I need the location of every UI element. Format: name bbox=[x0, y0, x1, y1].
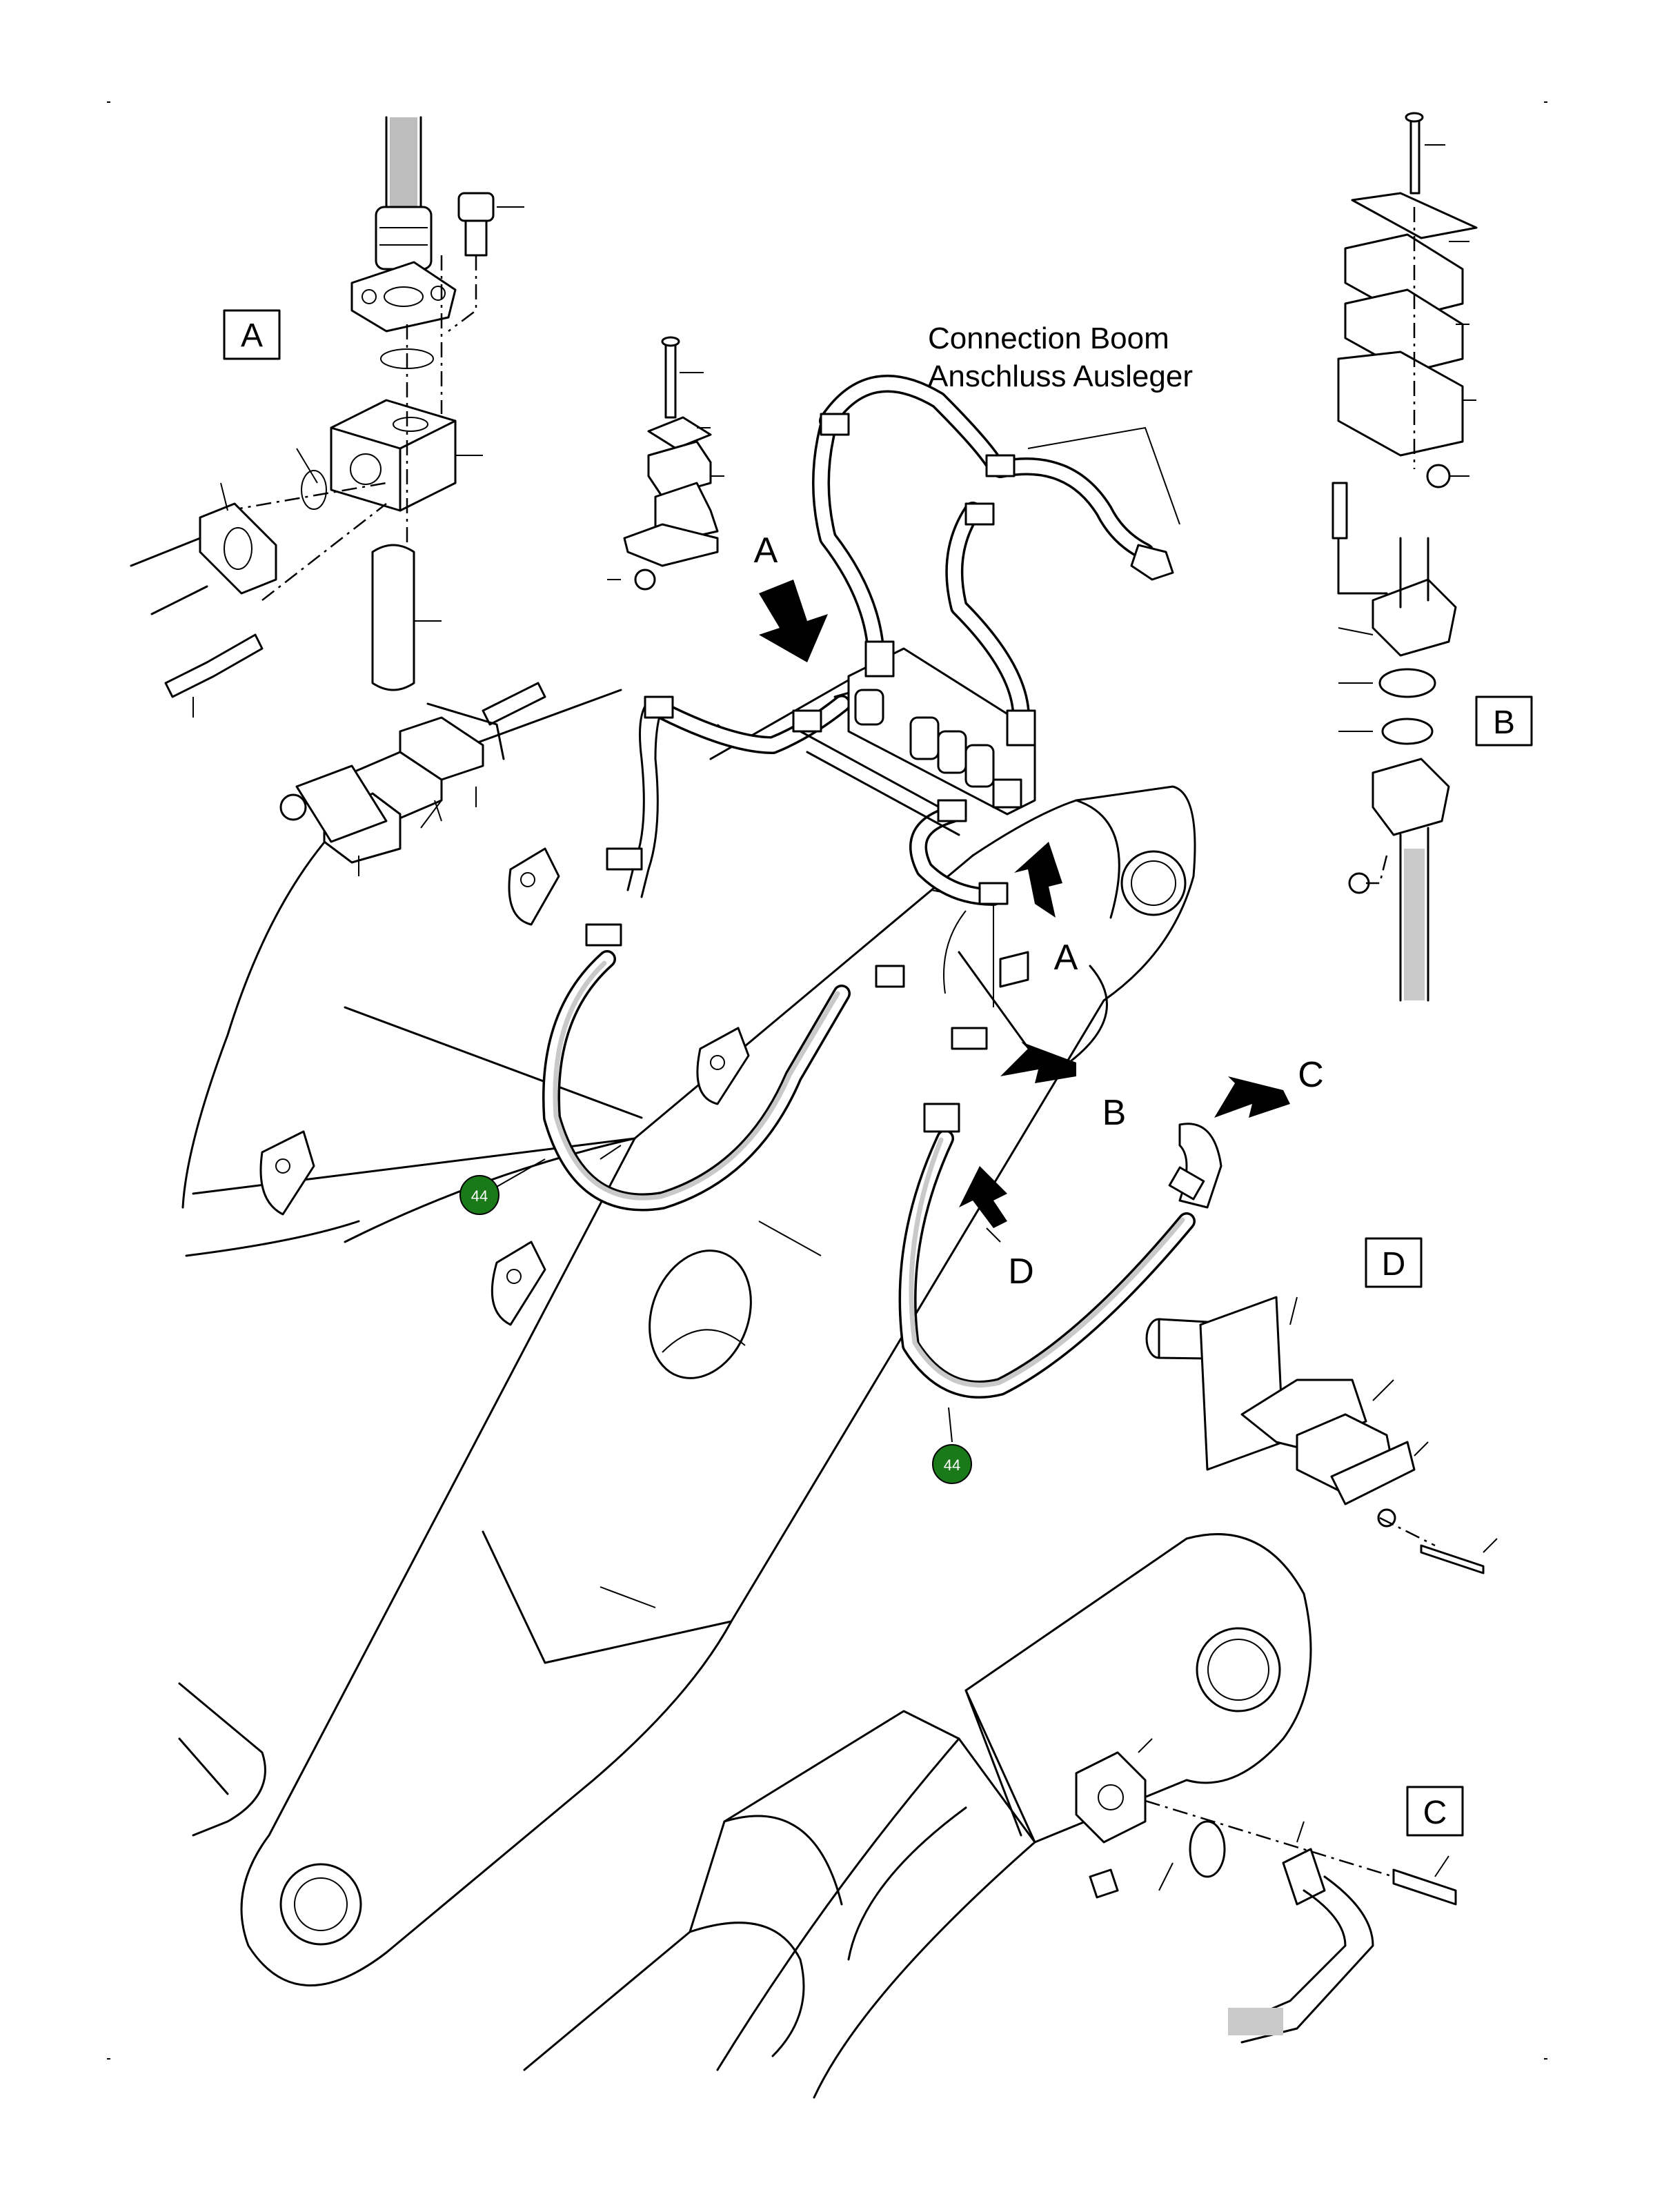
cap-screw-b bbox=[1332, 482, 1348, 540]
position-badge-1 bbox=[459, 1175, 499, 1215]
detail-box-d-label: D bbox=[1382, 1246, 1406, 1283]
o-ring-c bbox=[1189, 1820, 1226, 1878]
detail-box-c-label: C bbox=[1423, 1795, 1447, 1831]
arrow-a-top bbox=[759, 580, 828, 662]
flange bbox=[350, 261, 457, 333]
labels: Connection Boom Anschluss Ausleger A B D… bbox=[223, 309, 1533, 1837]
view-arrows bbox=[759, 580, 1290, 1243]
boom-cylinder bbox=[523, 1533, 1312, 2099]
hose-fitting bbox=[375, 206, 433, 270]
flange-c bbox=[1075, 1751, 1147, 1844]
coupling bbox=[864, 640, 895, 678]
arrow-d bbox=[959, 1166, 1007, 1228]
detail-b-assembly bbox=[1332, 112, 1478, 1002]
detail-c-assembly bbox=[1075, 1738, 1457, 2044]
adapter-block bbox=[330, 399, 457, 512]
clamp-bolt bbox=[664, 340, 677, 419]
boom-pin-hole-bottom bbox=[279, 1863, 362, 1946]
pipe-clamp bbox=[644, 695, 674, 719]
boom-lugs bbox=[259, 847, 750, 1326]
arrow-label-a-top: A bbox=[754, 531, 778, 571]
o-ring-small bbox=[301, 470, 327, 510]
center-hose-assembly bbox=[542, 375, 1222, 1399]
callout-connection-en: Connection Boom bbox=[928, 322, 1169, 355]
detail-box-b bbox=[1475, 695, 1533, 747]
detail-d-assembly bbox=[1145, 1296, 1498, 1574]
arrow-label-c: C bbox=[1298, 1055, 1324, 1095]
detail-box-a-label: A bbox=[241, 317, 263, 354]
cylinder-eye-hole bbox=[1196, 1627, 1281, 1712]
arrow-label-a-right: A bbox=[1054, 938, 1078, 978]
bolt-c bbox=[1392, 1868, 1457, 1906]
detail-box-c bbox=[1406, 1786, 1464, 1837]
arrow-c bbox=[1214, 1076, 1290, 1118]
arrow-b bbox=[1000, 1042, 1076, 1083]
clamp-detail-upper bbox=[607, 336, 724, 591]
boom-center-hole bbox=[649, 1250, 752, 1379]
callout-leaders bbox=[1027, 426, 1180, 525]
detail-box-a bbox=[223, 309, 281, 360]
cap-screw bbox=[457, 192, 495, 222]
detail-box-d bbox=[1365, 1237, 1423, 1288]
boom-arm bbox=[178, 675, 1196, 1987]
bolt bbox=[164, 633, 264, 698]
tube bbox=[371, 544, 415, 691]
arrow-a-right bbox=[1014, 842, 1062, 918]
arrow-label-d: D bbox=[1008, 1252, 1034, 1292]
corner-marks bbox=[107, 101, 1547, 2060]
position-badge-2 bbox=[932, 1444, 972, 1484]
position-badges: 44 44 bbox=[459, 1158, 972, 1484]
mount-plate bbox=[1199, 1296, 1285, 1471]
position-badge-2-label: 44 bbox=[944, 1456, 960, 1474]
detail-a-assembly bbox=[130, 116, 546, 876]
bolt-b bbox=[1409, 116, 1420, 195]
arrow-label-b: B bbox=[1102, 1093, 1127, 1133]
detail-box-b-label: B bbox=[1493, 704, 1515, 741]
callout-connection-de: Anschluss Ausleger bbox=[928, 359, 1193, 393]
hose-end-fitting bbox=[1130, 544, 1174, 581]
position-badge-1-label: 44 bbox=[471, 1187, 488, 1205]
